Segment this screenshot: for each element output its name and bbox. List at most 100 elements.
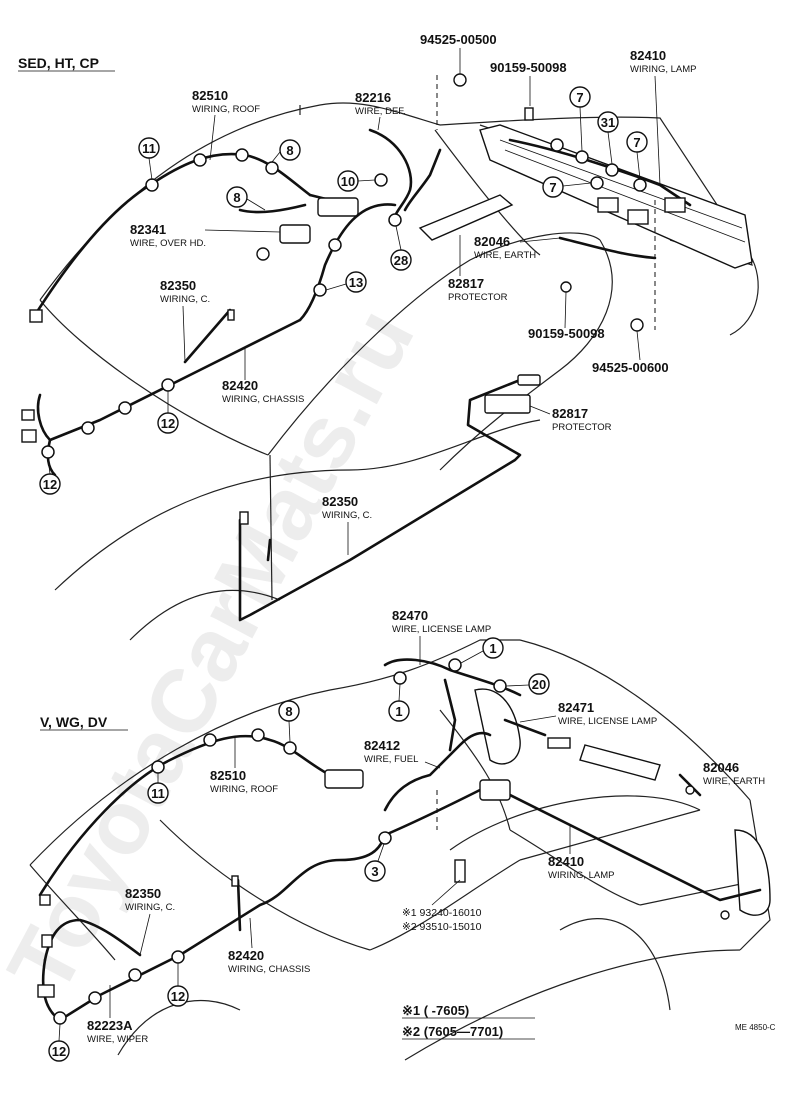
part-desc: WIRING, ROOF	[210, 784, 278, 795]
part-desc: WIRING, ROOF	[192, 104, 260, 115]
part-number: 82817	[552, 406, 588, 421]
legend-line-1: ※1 ( -7605)	[402, 1003, 469, 1018]
part-number: 82350	[125, 886, 161, 901]
part-desc: WIRE, OVER HD.	[130, 238, 206, 249]
clip-count-callout: 3	[364, 860, 386, 882]
part-number: 90159-50098	[490, 60, 567, 75]
svg-text:11: 11	[151, 786, 165, 801]
part-number: 82350	[322, 494, 358, 509]
svg-text:28: 28	[394, 253, 408, 268]
part-number: 90159-50098	[528, 326, 605, 341]
clip-count-callout: 1	[482, 637, 504, 659]
part-number: 82410	[548, 854, 584, 869]
bottom-car-body	[29, 639, 771, 1061]
svg-text:13: 13	[349, 275, 363, 290]
clip-count-callout: 28	[390, 249, 412, 271]
clip-count-callout: 12	[48, 1040, 70, 1062]
svg-text:8: 8	[286, 143, 293, 158]
part-number: 82216	[355, 90, 391, 105]
clip-count-callout: 12	[167, 985, 189, 1007]
part-number: 82510	[210, 768, 246, 783]
part-number: 82420	[228, 948, 264, 963]
part-number: 82046	[474, 234, 510, 249]
part-number: 82350	[160, 278, 196, 293]
part-desc: WIRE, FUEL	[364, 754, 418, 765]
part-number: 82412	[364, 738, 400, 753]
top-parts	[21, 73, 686, 525]
bottom-clip-dots	[53, 658, 507, 1025]
part-number: 82510	[192, 88, 228, 103]
watermark: ToyotaCarMats.ru	[0, 293, 434, 1010]
section-label-bottom: V, WG, DV	[40, 714, 108, 730]
part-labels: 94525-00500 90159-50098 82410 WIRING, LA…	[87, 32, 765, 1045]
clip-count-callout: 11	[138, 137, 160, 159]
clip-count-callout: 8	[226, 186, 248, 208]
clip-count-callout: 12	[157, 412, 179, 434]
part-desc: WIRE, DEF.	[355, 106, 406, 117]
clip-count-callout: 10	[337, 170, 359, 192]
part-desc: WIRING, LAMP	[630, 64, 697, 75]
bolt-label-1: ※1 93240-16010	[402, 907, 482, 919]
part-desc: WIRING, CHASSIS	[222, 394, 304, 405]
part-desc: PROTECTOR	[552, 422, 612, 433]
svg-text:8: 8	[233, 190, 240, 205]
clip-count-callout: 8	[279, 139, 301, 161]
part-desc: WIRING, LAMP	[548, 870, 615, 881]
svg-text:7: 7	[633, 135, 640, 150]
svg-text:8: 8	[285, 704, 292, 719]
part-desc: WIRING, C.	[125, 902, 175, 913]
diagram-code: ME 4850-C	[735, 1023, 776, 1032]
clip-count-callout: 7	[569, 86, 591, 108]
part-number: 94525-00600	[592, 360, 669, 375]
part-desc: WIRING, C.	[160, 294, 210, 305]
svg-text:7: 7	[576, 90, 583, 105]
svg-text:20: 20	[532, 677, 546, 692]
part-number: 82223A	[87, 1018, 133, 1033]
part-desc: WIRE, EARTH	[703, 776, 765, 787]
part-number: 82420	[222, 378, 258, 393]
svg-text:31: 31	[601, 115, 615, 130]
svg-text:1: 1	[395, 704, 402, 719]
svg-text:12: 12	[171, 989, 185, 1004]
clip-count-callout: 8	[278, 700, 300, 722]
part-desc: PROTECTOR	[448, 292, 508, 303]
clip-callouts: 11 8 8 10 28 13 12 12 7 7 7 31 1 1 20 8 …	[39, 86, 648, 1062]
part-desc: WIRE, LICENSE LAMP	[558, 716, 657, 727]
clip-count-callout: 7	[626, 131, 648, 153]
clip-count-callout: 11	[147, 782, 169, 804]
part-number: 82471	[558, 700, 594, 715]
part-number: 82410	[630, 48, 666, 63]
clip-count-callout: 12	[39, 473, 61, 495]
part-desc: WIRE, WIPER	[87, 1034, 148, 1045]
part-number: 94525-00500	[420, 32, 497, 47]
top-harnesses	[33, 75, 692, 622]
svg-text:3: 3	[371, 864, 378, 879]
part-desc: WIRING, C.	[322, 510, 372, 521]
bottom-parts	[37, 737, 730, 998]
section-label-top: SED, HT, CP	[18, 55, 99, 71]
bottom-harnesses	[38, 658, 762, 1022]
svg-text:12: 12	[161, 416, 175, 431]
clip-count-callout: 1	[388, 700, 410, 722]
part-number: 82341	[130, 222, 166, 237]
clip-count-callout: 31	[597, 111, 619, 133]
bolt-label-2: ※2 93510-15010	[402, 921, 482, 933]
clip-count-callout: 20	[528, 673, 550, 695]
part-number: 82046	[703, 760, 739, 775]
part-desc: WIRING, CHASSIS	[228, 964, 310, 975]
svg-text:10: 10	[341, 174, 355, 189]
svg-text:11: 11	[142, 141, 156, 156]
part-desc: WIRE, LICENSE LAMP	[392, 624, 491, 635]
svg-text:12: 12	[52, 1044, 66, 1059]
clip-count-callout: 13	[345, 271, 367, 293]
clip-count-callout: 7	[542, 176, 564, 198]
top-clip-dots	[41, 138, 647, 459]
svg-text:1: 1	[489, 641, 496, 656]
part-number: 82470	[392, 608, 428, 623]
part-desc: WIRE, EARTH	[474, 250, 536, 261]
part-number: 82817	[448, 276, 484, 291]
svg-text:7: 7	[549, 180, 556, 195]
svg-text:12: 12	[43, 477, 57, 492]
legend-line-2: ※2 (7605—7701)	[402, 1024, 503, 1039]
